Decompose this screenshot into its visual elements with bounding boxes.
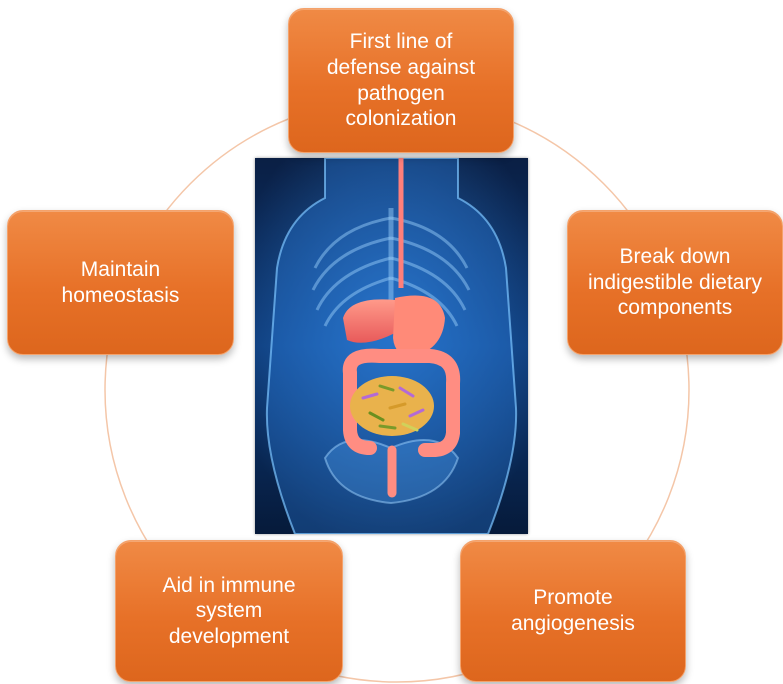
digestive-system-image — [255, 158, 528, 534]
node-promote-angiogenesis: Promote angiogenesis — [460, 540, 686, 682]
node-break-down-dietary: Break down indigestible dietary componen… — [567, 210, 783, 355]
node-immune-development: Aid in immune system development — [115, 540, 343, 682]
node-pathogen-defense: First line of defense against pathogen c… — [288, 8, 514, 153]
node-maintain-homeostasis: Maintain homeostasis — [7, 210, 234, 355]
